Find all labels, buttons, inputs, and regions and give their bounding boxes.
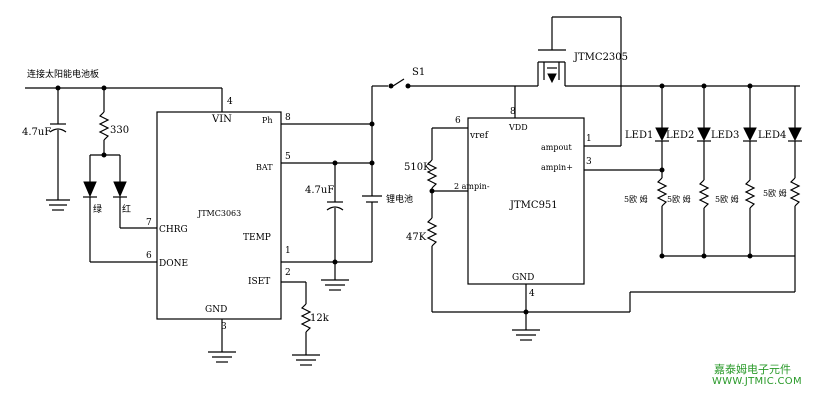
u1-done: DONE — [159, 259, 188, 269]
u2-gnd: GND — [512, 273, 534, 283]
u1-chrg: CHRG — [159, 225, 188, 235]
u1-pin4: 4 — [227, 97, 233, 107]
u2-ampout: ampout — [541, 143, 572, 152]
u1-pin8-name: Ph — [262, 116, 273, 125]
u1-pin8: 8 — [285, 113, 291, 123]
solar-panel-label: 连接太阳能电池板 — [27, 68, 99, 80]
r1-label: 330 — [110, 125, 129, 136]
watermark-url: WWW.JTMIC.COM — [712, 376, 802, 387]
u2-pin1: 1 — [586, 134, 592, 144]
c2-label: 4.7uF — [305, 185, 334, 196]
u1-vin: VIN — [211, 114, 232, 125]
led4-label: LED4 — [758, 130, 786, 141]
r-iset-label: 12k — [310, 313, 330, 324]
q1-label: JTMC2305 — [573, 52, 628, 63]
u2-pin8: 8 — [510, 107, 516, 117]
led-green-label: 绿 — [93, 203, 102, 215]
led2-label: LED2 — [666, 130, 694, 141]
u2-pin3: 3 — [586, 157, 592, 167]
r-led2-label: 5欧 姆 — [667, 194, 691, 204]
u1-pin1: 1 — [285, 246, 291, 256]
led-red-label: 红 — [122, 203, 131, 215]
u1-pin3: 3 — [221, 322, 227, 332]
u2-vdd: VDD — [508, 123, 528, 132]
u1-iset: ISET — [248, 277, 270, 287]
battery-label: 锂电池 — [386, 193, 413, 205]
switch-label: S1 — [412, 67, 425, 78]
c1-label: 4.7uF — [22, 127, 51, 138]
u1-temp: TEMP — [243, 233, 271, 243]
u1-pin7: 7 — [146, 218, 152, 228]
r-510k-label: 510K — [404, 162, 431, 173]
r-47k-label: 47K — [406, 232, 427, 243]
u1-pin5: 5 — [285, 152, 291, 162]
u1-pin2: 2 — [285, 268, 291, 278]
u1-name: JTMC3063 — [197, 209, 241, 218]
u2-name: JTMC951 — [509, 200, 558, 211]
u1-gnd: GND — [205, 305, 227, 315]
u1-bat: BAT — [256, 163, 273, 172]
r-led4-label: 5欧 姆 — [763, 188, 787, 198]
r-led3-label: 5欧 姆 — [715, 194, 739, 204]
u2-pin6: 6 — [455, 116, 461, 126]
u2-ampin-plus: ampin+ — [541, 163, 573, 172]
led3-label: LED3 — [711, 130, 739, 141]
u2-ampin-minus: 2 ampin- — [454, 182, 490, 191]
u1-pin6: 6 — [146, 251, 152, 261]
u2-vref: vref — [469, 131, 489, 141]
u2-pin4: 4 — [529, 289, 535, 299]
watermark-company: 嘉泰姆电子元件 — [714, 363, 791, 376]
r-led1-label: 5欧 姆 — [624, 194, 648, 204]
led1-label: LED1 — [625, 130, 653, 141]
